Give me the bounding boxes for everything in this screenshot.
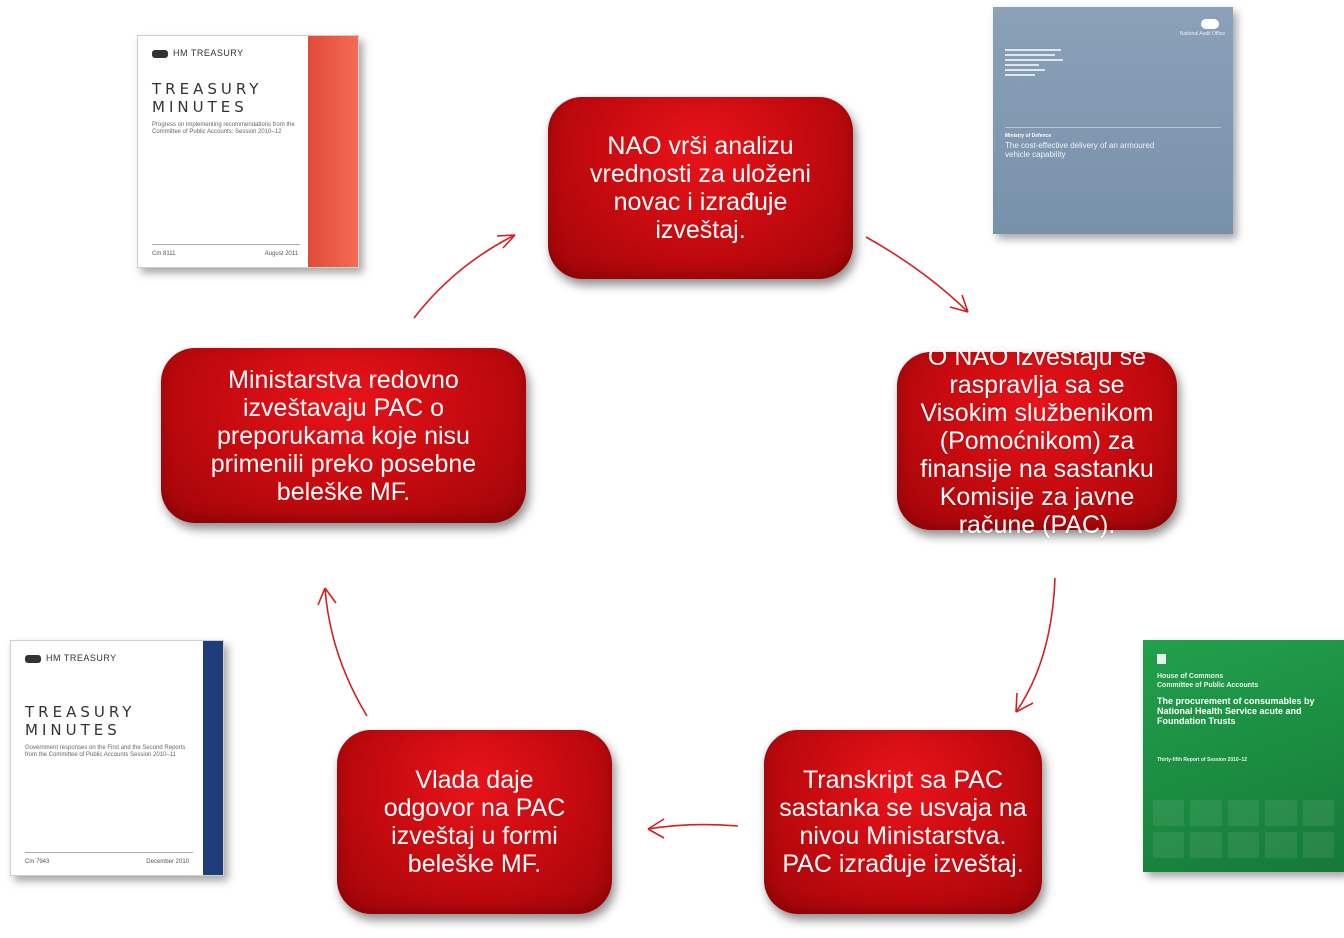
- arrow-transcript-to-government: [647, 818, 739, 839]
- arrow-government-to-ministries: [317, 587, 368, 717]
- cover-title-line2: MINUTES: [25, 721, 121, 739]
- arrow-nao-to-pac: [865, 236, 969, 313]
- cover-divider: [1005, 127, 1221, 128]
- node-nao-analysis: NAO vrši analizu vrednosti za uloženi no…: [548, 97, 853, 279]
- cover-title-line1: TREASURY: [25, 703, 136, 721]
- cover-divider: [152, 244, 300, 245]
- cover-tiles: [1153, 800, 1334, 858]
- cover-text-lines: [1005, 49, 1065, 79]
- cover-title-line1: TREASURY: [152, 80, 263, 98]
- cover-subtitle: Government responses on the First and th…: [25, 745, 186, 758]
- crest-icon: [25, 654, 41, 663]
- cover-divider: [25, 852, 193, 853]
- nao-logo-text: National Audit Office: [1179, 31, 1225, 37]
- cover-footer: Cm 7943 December 2010: [25, 859, 189, 865]
- nao-report-cover: National Audit Office Ministry of Defenc…: [993, 7, 1233, 234]
- cover-red-band: [308, 36, 358, 267]
- cover-footer: Cm 8111 August 2011: [152, 251, 298, 257]
- cover-cm-number: Cm 8111: [152, 251, 176, 257]
- hm-treasury-crest: HM TREASURY: [25, 653, 117, 663]
- pac-report-cover: House of Commons Committee of Public Acc…: [1143, 640, 1344, 872]
- portcullis-icon: [1157, 654, 1166, 664]
- node-text: O NAO izveštaju se raspravlja sa se Viso…: [920, 343, 1154, 539]
- hm-treasury-crest: HM TREASURY: [152, 48, 244, 58]
- node-transcript: Transkript sa PAC sastanka se usvaja na …: [764, 730, 1042, 914]
- node-text: NAO vrši analizu vrednosti za uloženi no…: [590, 132, 811, 244]
- cover-blue-band: [203, 641, 223, 875]
- cover-title: The cost-effective delivery of an armour…: [1005, 141, 1155, 159]
- node-text: Vlada daje odgovor na PAC izveštaj u for…: [383, 766, 566, 878]
- cover-title-line2: MINUTES: [152, 98, 248, 116]
- treasury-minutes-cover-december: HM TREASURY TREASURY MINUTES Government …: [10, 640, 224, 876]
- node-government-response: Vlada daje odgovor na PAC izveštaj u for…: [337, 730, 612, 914]
- cover-title: The procurement of consumables by Nation…: [1157, 696, 1315, 726]
- node-text: Ministarstva redovno izveštavaju PAC o p…: [210, 365, 477, 506]
- cover-ministry: Ministry of Defence: [1005, 133, 1052, 139]
- cover-report-number: Thirty-fifth Report of Session 2010–12: [1157, 757, 1248, 763]
- nao-logo-icon: [1201, 19, 1219, 29]
- cover-house: House of Commons Committee of Public Acc…: [1157, 673, 1259, 689]
- node-text: Transkript sa PAC sastanka se usvaja na …: [779, 766, 1027, 878]
- node-pac-discussion: O NAO izveštaju se raspravlja sa se Viso…: [897, 343, 1177, 539]
- cover-subtitle: Progress on implementing recommendations…: [152, 122, 295, 135]
- cover-date: August 2011: [264, 251, 298, 257]
- cover-cm-number: Cm 7943: [25, 859, 50, 865]
- treasury-minutes-cover-august: HM TREASURY TREASURY MINUTES Progress on…: [137, 35, 359, 268]
- cover-date: December 2010: [146, 859, 189, 865]
- arrow-pac-to-transcript: [1015, 577, 1056, 713]
- arrow-ministries-to-nao: [413, 234, 516, 319]
- crest-icon: [152, 49, 168, 58]
- node-ministries-report: Ministarstva redovno izveštavaju PAC o p…: [161, 348, 526, 523]
